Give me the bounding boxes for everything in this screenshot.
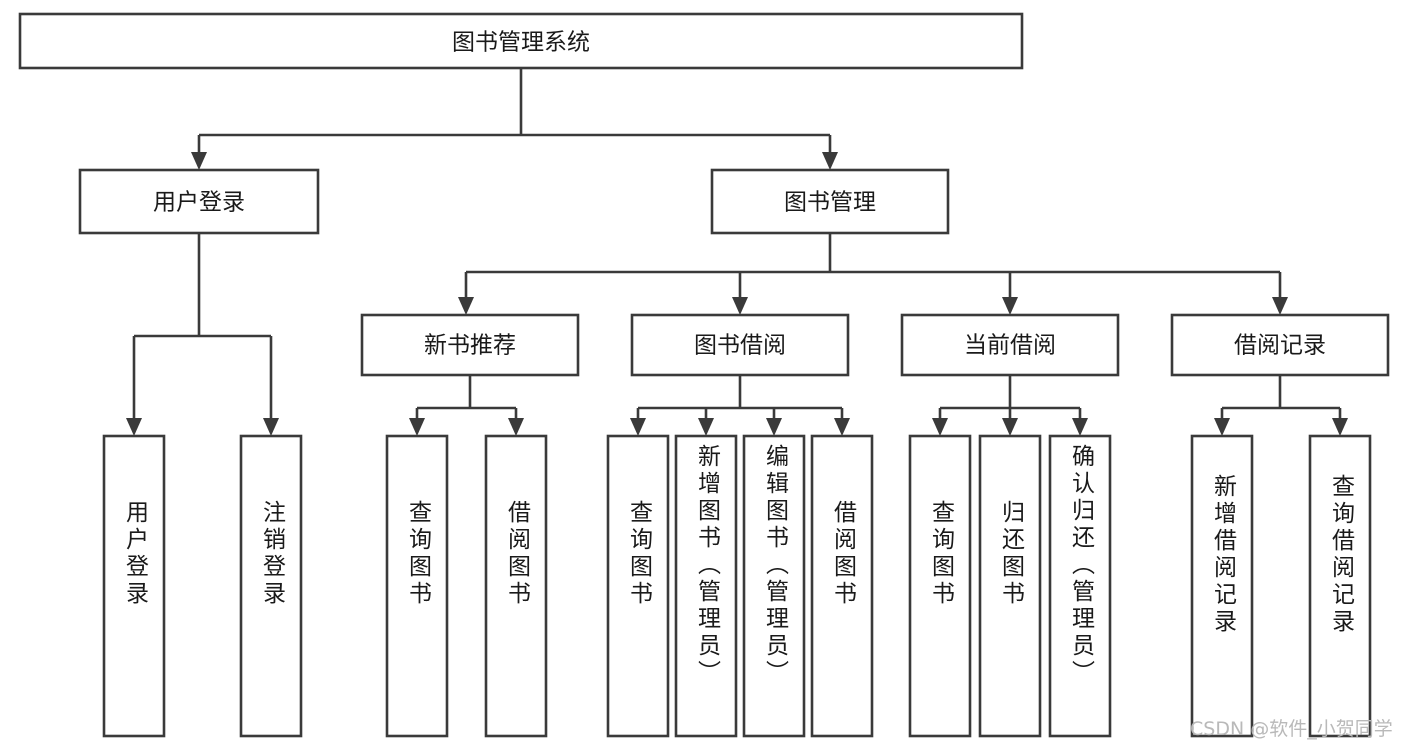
- node-new-book-recommend[interactable]: 新书推荐: [360, 313, 580, 377]
- arrow-book-borrow-to-leaf-3: [766, 418, 782, 436]
- leaf-box-current-borrow-3[interactable]: [1048, 434, 1112, 738]
- node-borrow-record-label: 借阅记录: [1234, 333, 1326, 359]
- arrow-book-borrow-to-leaf-1: [630, 418, 646, 436]
- leaf-box-borrow-record-1[interactable]: [1190, 434, 1254, 738]
- arrow-root-to-user-login: [191, 152, 207, 170]
- arrow-book-manage-to-new-book: [458, 297, 474, 315]
- arrow-user-login-to-leaf-1: [126, 418, 142, 436]
- node-book-borrow[interactable]: 图书借阅: [630, 313, 850, 377]
- leaf-box-borrow-record-2[interactable]: [1308, 434, 1372, 738]
- node-current-borrow[interactable]: 当前借阅: [900, 313, 1120, 377]
- arrow-current-borrow-to-leaf-1: [932, 418, 948, 436]
- leaf-box-book-borrow-4[interactable]: [810, 434, 874, 738]
- leaf-box-new-book-2[interactable]: [484, 434, 548, 738]
- leaf-box-current-borrow-1[interactable]: [908, 434, 972, 738]
- arrow-borrow-record-to-leaf-2: [1332, 418, 1348, 436]
- node-user-login-label: 用户登录: [153, 190, 245, 216]
- leaf-box-book-borrow-2[interactable]: [674, 434, 738, 738]
- node-root[interactable]: 图书管理系统: [18, 12, 1024, 70]
- arrow-book-manage-to-current-borrow: [1002, 297, 1018, 315]
- leaf-box-new-book-1[interactable]: [385, 434, 449, 738]
- node-book-borrow-label: 图书借阅: [694, 333, 786, 359]
- node-borrow-record[interactable]: 借阅记录: [1170, 313, 1390, 377]
- node-book-manage[interactable]: 图书管理: [710, 168, 950, 235]
- arrow-current-borrow-to-leaf-2: [1002, 418, 1018, 436]
- arrow-book-borrow-to-leaf-2: [698, 418, 714, 436]
- arrow-book-manage-to-book-borrow: [732, 297, 748, 315]
- arrow-borrow-record-to-leaf-1: [1214, 418, 1230, 436]
- leaf-box-current-borrow-2[interactable]: [978, 434, 1042, 738]
- arrow-user-login-to-leaf-2: [263, 418, 279, 436]
- node-user-login[interactable]: 用户登录: [78, 168, 320, 235]
- leaf-box-user-login-1[interactable]: [102, 434, 166, 738]
- arrow-root-to-book-manage: [822, 152, 838, 170]
- arrow-new-book-to-leaf-2: [508, 418, 524, 436]
- node-root-label: 图书管理系统: [452, 30, 590, 56]
- arrow-book-manage-to-borrow-record: [1272, 297, 1288, 315]
- node-current-borrow-label: 当前借阅: [964, 333, 1056, 359]
- leaf-box-book-borrow-3[interactable]: [742, 434, 806, 738]
- node-new-book-recommend-label: 新书推荐: [424, 333, 516, 359]
- leaf-box-book-borrow-1[interactable]: [606, 434, 670, 738]
- arrow-book-borrow-to-leaf-4: [834, 418, 850, 436]
- node-book-manage-label: 图书管理: [784, 190, 876, 216]
- arrow-new-book-to-leaf-1: [409, 418, 425, 436]
- arrow-current-borrow-to-leaf-3: [1072, 418, 1088, 436]
- leaf-box-user-login-2[interactable]: [239, 434, 303, 738]
